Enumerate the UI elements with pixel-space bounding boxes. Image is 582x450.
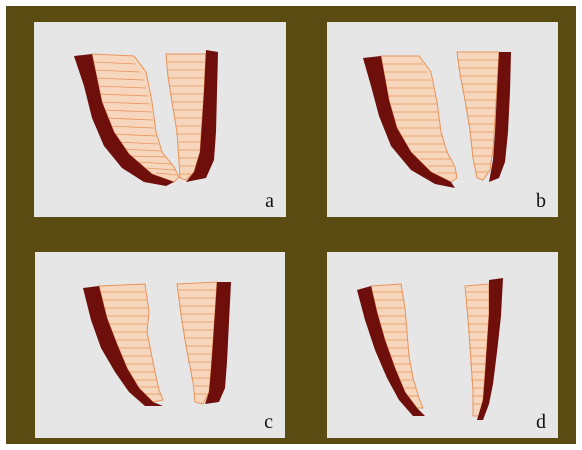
panel-d: d xyxy=(327,252,558,438)
panel-label-c: c xyxy=(264,412,273,432)
panel-c-drawing xyxy=(35,252,285,438)
panel-label-d: d xyxy=(536,412,546,432)
panel-c: c xyxy=(35,252,285,438)
panel-b: b xyxy=(327,22,558,217)
figure-board: a xyxy=(6,6,576,444)
panel-b-drawing xyxy=(327,22,558,217)
panel-label-b: b xyxy=(536,191,546,211)
panel-a: a xyxy=(34,22,286,217)
panel-a-drawing xyxy=(34,22,286,217)
panel-d-drawing xyxy=(327,252,558,438)
panel-label-a: a xyxy=(265,191,274,211)
